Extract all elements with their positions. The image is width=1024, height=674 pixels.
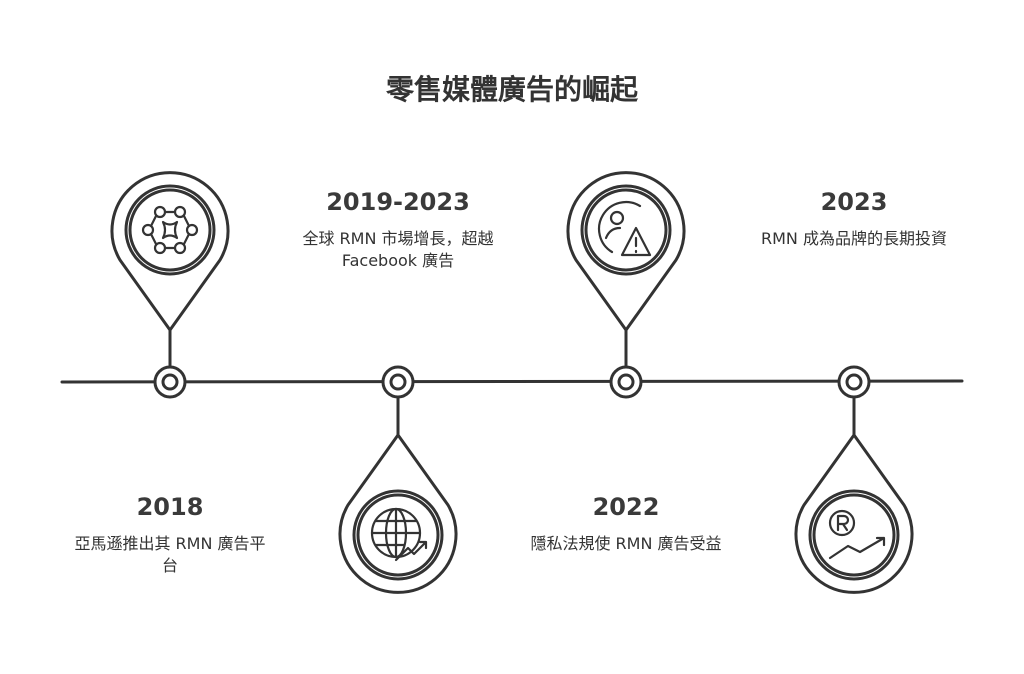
timeline-node (837, 365, 871, 399)
event-year: 2023 (820, 188, 888, 216)
pin-2022 (566, 171, 686, 332)
event-year: 2022 (592, 493, 660, 521)
network-hub-icon (141, 205, 199, 255)
event-year: 2019-2023 (326, 188, 470, 216)
event-2018: 2018 亞馬遜推出其 RMN 廣告平台 (50, 493, 290, 577)
registered-growth-icon (828, 509, 886, 560)
pin-2018 (110, 171, 230, 332)
event-description: 亞馬遜推出其 RMN 廣告平台 (74, 534, 266, 575)
event-description: RMN 成為品牌的長期投資 (761, 229, 947, 248)
pin-2019-2023 (338, 433, 458, 594)
pin-2023 (794, 433, 914, 594)
event-description: 隱私法規使 RMN 廣告受益 (530, 534, 722, 553)
timeline-node (381, 365, 415, 399)
timeline-node (153, 365, 187, 399)
timeline-axis (60, 379, 964, 384)
event-2023: 2023 RMN 成為品牌的長期投資 (734, 188, 974, 250)
event-description: 全球 RMN 市場增長，超越 Facebook 廣告 (302, 229, 494, 270)
event-2022: 2022 隱私法規使 RMN 廣告受益 (506, 493, 746, 555)
event-2019-2023: 2019-2023 全球 RMN 市場增長，超越 Facebook 廣告 (278, 188, 518, 272)
user-warning-icon (598, 201, 652, 257)
diagram-title: 零售媒體廣告的崛起 (385, 73, 638, 106)
timeline-node (609, 365, 643, 399)
event-year: 2018 (136, 493, 204, 521)
globe-growth-icon (370, 507, 428, 562)
